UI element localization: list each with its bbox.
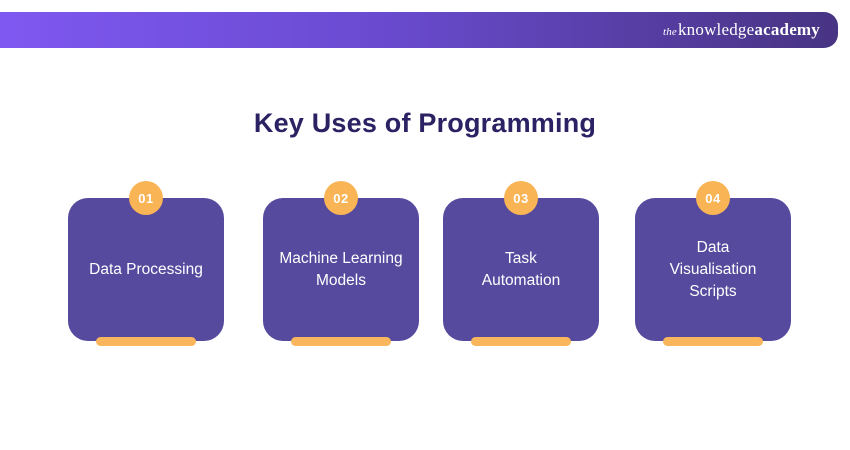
brand-logo-the: the	[662, 26, 677, 38]
card-data-visualisation-scripts: 04 Data Visualisation Scripts	[635, 181, 791, 346]
card-label: Data Processing	[89, 260, 203, 278]
brand-logo-academy: academy	[754, 20, 820, 39]
card-data-processing: 01 Data Processing	[68, 181, 224, 346]
card-label: Machine Learning Models	[279, 249, 403, 289]
card-underline-bar	[291, 337, 391, 346]
brand-logo: theknowledgeacademy	[663, 20, 820, 40]
page-title: Key Uses of Programming	[253, 108, 597, 138]
brand-logo-knowledge: knowledge	[677, 20, 755, 39]
card-label: Task Automation	[481, 249, 561, 289]
card-underline-bar	[663, 337, 763, 346]
card-underline-bar	[471, 337, 571, 346]
card-underline-bar	[96, 337, 196, 346]
card-number-badge: 01	[129, 181, 163, 215]
card-machine-learning-models: 02 Machine Learning Models	[263, 181, 419, 346]
card-number-badge: 02	[324, 181, 358, 215]
card-label: Data Visualisation Scripts	[669, 238, 757, 300]
card-task-automation: 03 Task Automation	[443, 181, 599, 346]
card-number-badge: 04	[696, 181, 730, 215]
header-bar: theknowledgeacademy	[0, 12, 838, 48]
card-number-badge: 03	[504, 181, 538, 215]
